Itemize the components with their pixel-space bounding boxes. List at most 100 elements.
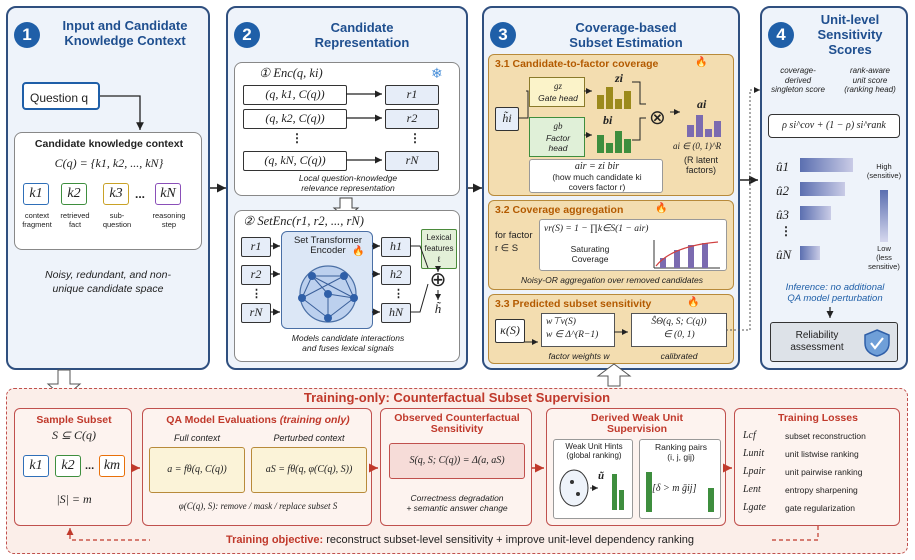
set-dots-left: ⋮	[251, 288, 262, 300]
latent-factors: (R latent factors)	[683, 155, 718, 175]
panel4-number: 4	[768, 22, 794, 48]
enc-dots-right: ⋮	[409, 131, 421, 145]
ctx-title: Candidate knowledge context	[34, 138, 184, 150]
zi-label: zi	[615, 71, 624, 85]
unit-dots: ⋮	[780, 224, 792, 238]
unit-label-1: û1	[776, 159, 789, 174]
panel1-note: Noisy, redundant, and non- unique candid…	[45, 269, 171, 295]
ctx-formula: C(q) = {k1, k2, ..., kN}	[54, 156, 164, 170]
set-input-N: rN	[241, 303, 271, 323]
enc-box: ① Enc(q, ki) ❄ (q, k1, C(q)) (q, k2, C(q…	[234, 62, 460, 196]
k3-box: k3	[103, 183, 129, 205]
oplus-icon: ⊕	[429, 269, 447, 291]
unit-bar-2	[800, 182, 845, 196]
candidate-context-box: Candidate knowledge context C(q) = {k1, …	[14, 132, 202, 250]
unit-bar-1	[800, 158, 853, 172]
loss-sym-4: Lent	[743, 484, 761, 495]
full-context-formula: a = fθ(q, C(q))	[149, 447, 245, 493]
set-input-2: r2	[241, 265, 271, 285]
pairs-formula: [δ > m ḡij]	[652, 483, 697, 494]
s32-caption: Noisy-OR aggregation over removed candid…	[521, 275, 703, 285]
loss-sym-1: Lcf	[743, 430, 756, 441]
panel4-title: Unit-level Sensitivity Scores	[817, 12, 883, 57]
s32-fire-icon: 🔥	[655, 203, 668, 214]
enc-title: ① Enc(q, ki)	[259, 66, 323, 80]
gate-head-box: gz Gate head	[529, 77, 585, 107]
question-label: Question q	[30, 91, 89, 105]
observed-sensitivity-box: Observed Counterfactual Sensitivity S(q,…	[380, 408, 532, 526]
unit-bar-3	[800, 206, 831, 220]
ai-bars	[687, 115, 721, 137]
section-3-2: 3.2 Coverage aggregation 🔥 for factor r …	[488, 200, 734, 290]
kN-box: kN	[155, 183, 181, 205]
enc-output-2: r2	[385, 109, 439, 129]
utilde-label: ũ	[598, 470, 605, 482]
sample-dots: ...	[85, 460, 95, 472]
factor-head-label: Factor head	[545, 133, 571, 153]
shield-icon	[864, 329, 890, 357]
sample-km: km	[99, 455, 125, 477]
unit-label-3: û3	[776, 207, 789, 222]
loss-desc-3: unit pairwise ranking	[785, 467, 863, 477]
hints-diagram	[559, 469, 624, 510]
gate-head-label: Gate head	[538, 93, 578, 103]
enc-caption: Local question-knowledge relevance repre…	[298, 173, 398, 193]
saturation-plot	[653, 240, 720, 269]
setenc-title: ② SetEnc(r1, r2, ..., rN)	[243, 214, 364, 228]
unit-bar-N	[800, 246, 820, 260]
snowflake-icon: ❄	[431, 65, 443, 81]
section-3-1: 3.1 Candidate-to-factor coverage 🔥 h̃i g…	[488, 54, 734, 196]
panel1-title: Input and Candidate Knowledge Context	[62, 18, 188, 48]
section-3-3: 3.3 Predicted subset sensitivity 🔥 κ(S) …	[488, 294, 734, 364]
sample-k2: k2	[55, 455, 81, 477]
set-dots-right: ⋮	[393, 288, 404, 300]
sample-k1: k1	[23, 455, 49, 477]
sample-formula: S ⊆ C(q)	[51, 428, 97, 442]
bi-label: bi	[603, 113, 613, 127]
panel3-title: Coverage-based Subset Estimation	[569, 20, 683, 50]
set-transformer-block: Set Transformer Encoder 🔥	[281, 231, 373, 329]
gz-label: gz	[553, 81, 562, 91]
combined-score-formula: ρ si^cov + (1 − ρ) si^rank	[768, 114, 900, 138]
obs-formula: S(q, S; C(q)) = Δ(a, aS)	[389, 443, 525, 479]
s31-title: 3.1 Candidate-to-factor coverage	[495, 58, 659, 70]
noisyor-formula: vr(S) = 1 − ∏k∈S(1 − air)	[544, 224, 649, 234]
otimes-icon: ⊗	[649, 107, 666, 129]
loss-title: Training Losses	[778, 412, 858, 424]
weak-hints-box: Weak Unit Hints (global ranking) ũ	[553, 439, 633, 519]
training-losses-box: Training Losses Lcf subset reconstructio…	[734, 408, 900, 526]
k1-caption: context fragment	[22, 211, 52, 229]
objective-text: reconstruct subset-level sensitivity + i…	[326, 534, 694, 546]
h1-box: h1	[381, 237, 411, 257]
set-transformer-label: Set Transformer Encoder	[293, 235, 363, 256]
pairs-label: Ranking pairs (i, j, gij)	[655, 442, 707, 462]
saturating-label: Saturating Coverage	[570, 244, 610, 264]
hi-box: h̃i	[495, 107, 519, 131]
enc-dots-left: ⋮	[291, 131, 303, 145]
h2-box: h2	[381, 265, 411, 285]
qa-eval-box: QA Model Evaluations (training only) Ful…	[142, 408, 372, 526]
qa-title: QA Model Evaluations (training only)	[143, 415, 373, 426]
loss-sym-2: Lunit	[743, 448, 765, 459]
ai-label: ai	[697, 97, 707, 111]
perturbed-context-label: Perturbed context	[273, 433, 345, 443]
k3-caption: sub- question	[102, 211, 132, 229]
obs-caption: Correctness degradation + semantic answe…	[406, 493, 508, 513]
enc-output-N: rN	[385, 151, 439, 171]
s32-title: 3.2 Coverage aggregation	[495, 204, 624, 216]
objective-label: Training objective:	[225, 534, 324, 546]
kN-caption: reasoning step	[152, 211, 186, 229]
sensitivity-scale-bar	[880, 190, 888, 242]
noisyor-box: vr(S) = 1 − ∏k∈S(1 − air) Saturating Cov…	[539, 219, 727, 271]
bi-bars	[597, 131, 631, 153]
s33-title: 3.3 Predicted subset sensitivity	[495, 298, 652, 310]
k2-box: k2	[61, 183, 87, 205]
cov-label: coverage- derived singleton score	[771, 66, 825, 94]
qa-title-suffix: (training only)	[279, 414, 350, 426]
enc-input-2: (q, k2, C(q))	[243, 109, 347, 129]
air-box: air = zi bir (how much candidate ki cove…	[529, 159, 663, 193]
for-factor: for factor r ∈ S	[495, 230, 533, 254]
